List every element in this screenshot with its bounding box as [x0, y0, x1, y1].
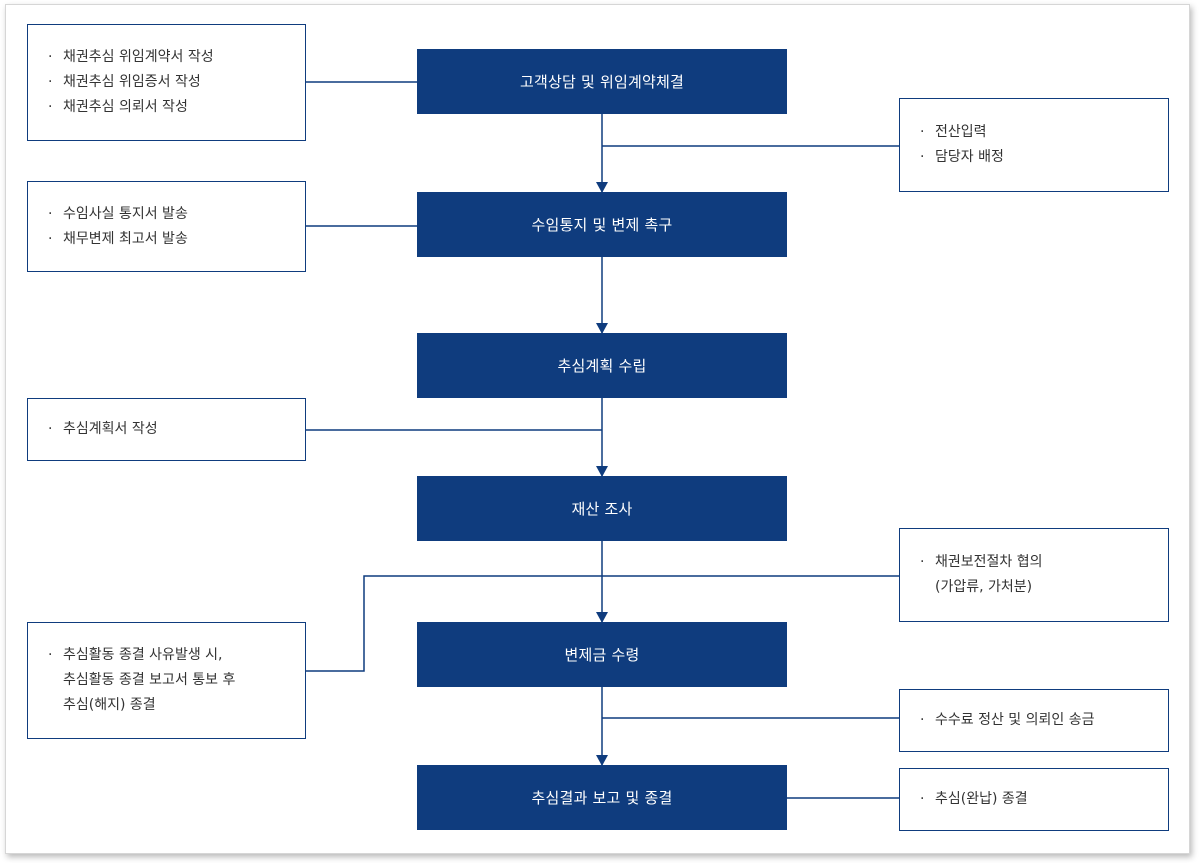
- bullet-dot: ·: [920, 124, 925, 140]
- step-repayment-receipt: 변제금 수령: [417, 622, 787, 687]
- note-termination: · 추심활동 종결 사유발생 시, 추심활동 종결 보고서 통보 후 추심(해지)…: [27, 622, 306, 739]
- note-item-text: 채권추심 의뢰서 작성: [63, 99, 188, 115]
- note-item: · 채권추심 의뢰서 작성: [48, 95, 291, 120]
- note-item: · 채권추심 위임계약서 작성: [48, 45, 291, 70]
- note-completion: · 추심(완납) 종결: [899, 768, 1169, 831]
- note-item: · 수수료 정산 및 의뢰인 송금: [920, 708, 1154, 733]
- connector-preservation-termination: [305, 575, 900, 672]
- note-item: · 채무변제 최고서 발송: [48, 227, 291, 252]
- bullet-dot: ·: [48, 205, 53, 222]
- note-item: · 추심활동 종결 사유발생 시, 추심활동 종결 보고서 통보 후 추심(해지)…: [48, 643, 291, 718]
- note-item-text: 채권추심 위임계약서 작성: [63, 49, 214, 65]
- note-item-text: 채권보전절차 협의 (가압류, 가처분): [935, 554, 1043, 595]
- step-report-closure: 추심결과 보고 및 종결: [417, 765, 787, 830]
- note-item-text: 추심활동 종결 사유발생 시, 추심활동 종결 보고서 통보 후 추심(해지) …: [63, 647, 236, 713]
- note-item-text: 추심(완납) 종결: [935, 791, 1028, 807]
- note-item-text: 담당자 배정: [935, 149, 1004, 165]
- note-item-text: 추심계획서 작성: [63, 421, 158, 437]
- note-contract-docs: · 채권추심 위임계약서 작성 · 채권추심 위임증서 작성 · 채권추심 의뢰서 작성: [27, 24, 306, 141]
- bullet-dot: ·: [920, 712, 925, 728]
- note-item: · 추심계획서 작성: [48, 417, 291, 442]
- note-item: · 채권추심 위임증서 작성: [48, 70, 291, 95]
- note-item: · 추심(완납) 종결: [920, 787, 1154, 812]
- note-item: · 수임사실 통지서 발송: [48, 202, 291, 227]
- note-item-text: 채무변제 최고서 발송: [63, 230, 188, 247]
- note-item: · 담당자 배정: [920, 145, 1154, 170]
- bullet-dot: ·: [48, 99, 53, 115]
- note-registration: · 전산입력 · 담당자 배정: [899, 98, 1169, 192]
- bullet-dot: ·: [48, 230, 53, 247]
- note-item-text: 수수료 정산 및 의뢰인 송금: [935, 712, 1095, 728]
- step-asset-investigation: 재산 조사: [417, 476, 787, 541]
- bullet-dot: ·: [48, 74, 53, 90]
- step-consultation-contract: 고객상담 및 위임계약체결: [417, 49, 787, 114]
- step-notice-repayment: 수임통지 및 변제 촉구: [417, 192, 787, 257]
- bullet-dot: ·: [920, 149, 925, 165]
- note-item-text: 수임사실 통지서 발송: [63, 205, 188, 222]
- bullet-dot: ·: [920, 791, 925, 807]
- note-plan-doc: · 추심계획서 작성: [27, 398, 306, 461]
- note-item: · 채권보전절차 협의 (가압류, 가처분): [920, 550, 1154, 600]
- note-preservation: · 채권보전절차 협의 (가압류, 가처분): [899, 528, 1169, 622]
- note-settlement: · 수수료 정산 및 의뢰인 송금: [899, 689, 1169, 752]
- note-item-text: 채권추심 위임증서 작성: [63, 74, 201, 90]
- note-notice: · 수임사실 통지서 발송 · 채무변제 최고서 발송: [27, 181, 306, 272]
- bullet-dot: ·: [48, 647, 53, 663]
- note-item: · 전산입력: [920, 120, 1154, 145]
- bullet-dot: ·: [920, 554, 925, 570]
- step-collection-plan: 추심계획 수립: [417, 333, 787, 398]
- note-item-text: 전산입력: [935, 124, 987, 140]
- bullet-dot: ·: [48, 49, 53, 65]
- bullet-dot: ·: [48, 421, 53, 437]
